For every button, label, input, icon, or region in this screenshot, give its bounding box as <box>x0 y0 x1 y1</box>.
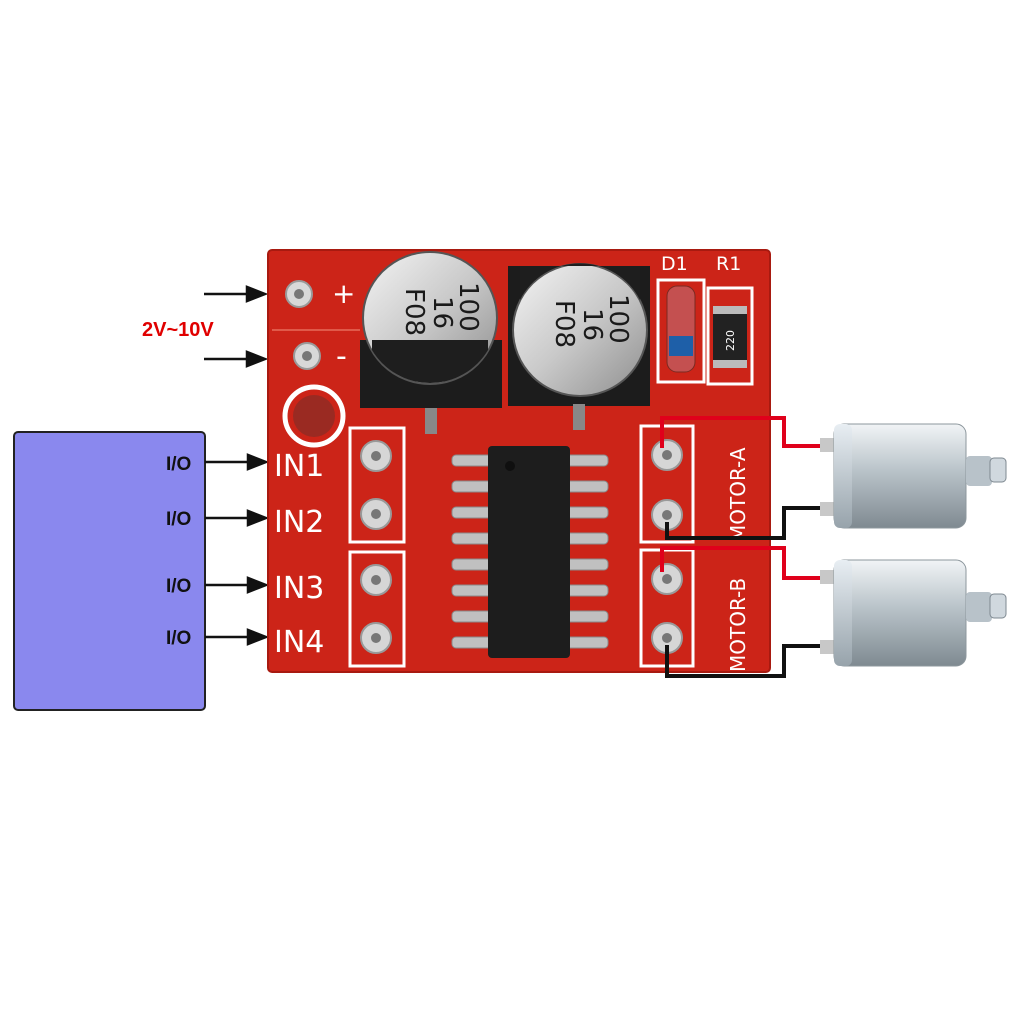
svg-text:16: 16 <box>577 308 607 341</box>
svg-text:220: 220 <box>724 330 737 351</box>
output-pads <box>651 439 683 654</box>
io-label-1: I/O <box>166 454 191 475</box>
microcontroller-box <box>13 431 206 711</box>
motor-b <box>820 559 1007 667</box>
motor-a-wires <box>660 416 832 540</box>
minus-label: - <box>336 339 347 374</box>
pin-label-in4: IN4 <box>274 625 324 660</box>
svg-text:16: 16 <box>427 296 457 329</box>
io-label-2: I/O <box>166 509 191 530</box>
resistor-r1: 220 <box>706 286 754 386</box>
power-pads <box>285 280 321 370</box>
motor-a <box>820 423 1007 529</box>
pin-label-in2: IN2 <box>274 505 324 540</box>
diode-d1 <box>656 278 706 384</box>
plus-label: + <box>332 277 355 310</box>
resistor-label: R1 <box>716 253 741 275</box>
svg-text:F08: F08 <box>549 300 579 348</box>
motor-b-wires <box>660 546 832 678</box>
motor-a-label: MOTOR-A <box>726 447 750 542</box>
mounting-hole <box>282 384 346 448</box>
svg-text:100: 100 <box>453 282 483 332</box>
svg-text:100: 100 <box>603 294 633 344</box>
capacitor-2: 100 16 F08 <box>508 263 650 430</box>
svg-text:F08: F08 <box>399 288 429 336</box>
io-arrows <box>205 453 270 646</box>
io-label-4: I/O <box>166 628 191 649</box>
driver-ic <box>451 446 609 658</box>
input-pads <box>360 440 392 654</box>
io-label-3: I/O <box>166 576 191 597</box>
pin-label-in1: IN1 <box>274 449 324 484</box>
pin-label-in3: IN3 <box>274 571 324 606</box>
voltage-label: 2V~10V <box>142 319 214 341</box>
diode-label: D1 <box>661 253 688 275</box>
motor-b-label: MOTOR-B <box>726 578 750 672</box>
power-arrows <box>204 285 269 368</box>
capacitor-1: 100 16 F08 <box>360 251 502 434</box>
input-header-outlines <box>348 426 406 668</box>
